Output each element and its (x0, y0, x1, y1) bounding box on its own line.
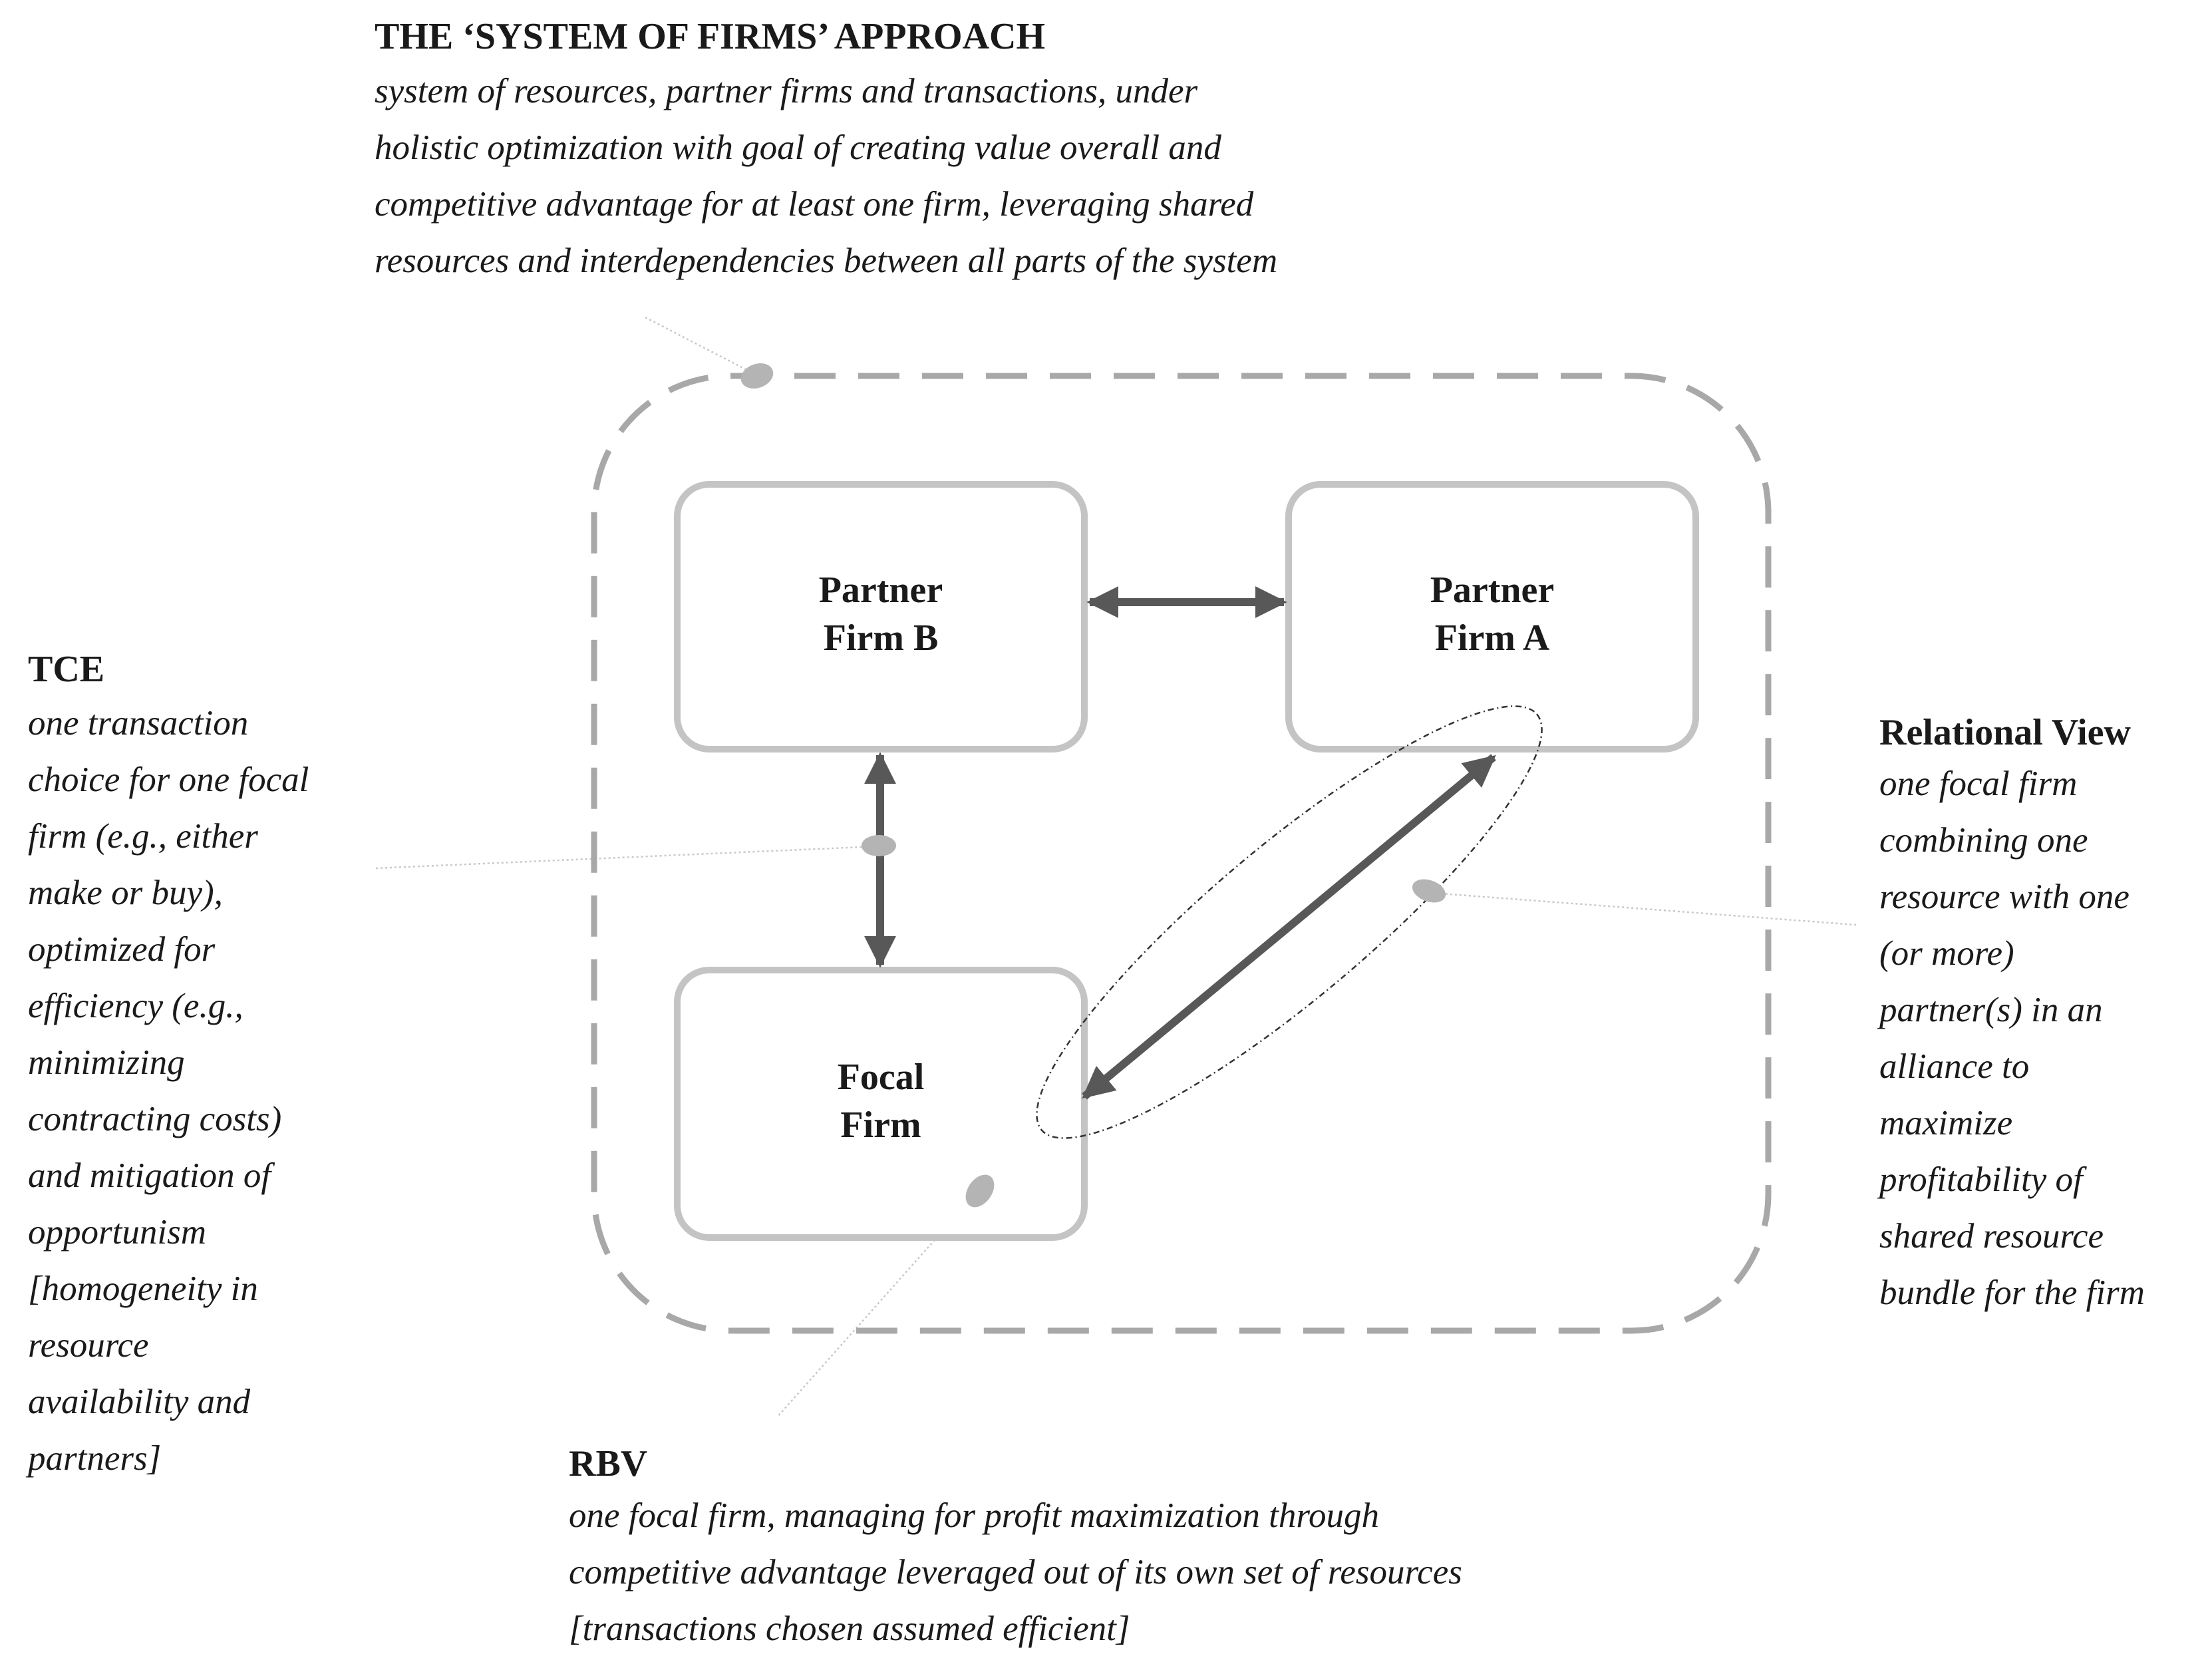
relational-view-line: partner(s) in an (1879, 991, 2103, 1029)
relational-view-line: (or more) (1879, 934, 2014, 973)
tce-line: one transaction (28, 704, 249, 743)
rbv-description: one focal firm, managing for profit maxi… (569, 1496, 1462, 1665)
tce-line: efficiency (e.g., (28, 987, 243, 1025)
relational-view-line: profitability of (1879, 1160, 2083, 1199)
tce-line: [homogeneity in (28, 1269, 258, 1308)
rbv-title: RBV (569, 1443, 648, 1484)
tce-marker (862, 835, 896, 856)
partner-firm-b-line-2: Firm B (823, 617, 939, 659)
relational-view-line: alliance to (1879, 1047, 2030, 1086)
partner-firm-a-line-1: Partner (1430, 570, 1555, 611)
system-of-firms-line: competitive advantage for at least one f… (375, 185, 1254, 224)
relational-view-title: Relational View (1879, 712, 2131, 753)
focal-firm-line-1: Focal (837, 1057, 925, 1098)
relational-view-line: maximize (1879, 1104, 2013, 1142)
tce-description: one transaction choice for one focal fir… (28, 703, 309, 1495)
tce-line: and mitigation of (28, 1156, 271, 1195)
tce-line: contracting costs) (28, 1100, 282, 1138)
tce-line: make or buy), (28, 874, 223, 912)
system-marker (740, 363, 774, 389)
tce-line: partners] (28, 1439, 162, 1478)
system-of-firms-title: THE ‘SYSTEM OF FIRMS’ APPROACH (375, 16, 1046, 57)
system-of-firms-line: holistic optimization with goal of creat… (375, 128, 1221, 167)
relational-view-line: one focal firm (1879, 764, 2078, 803)
partner-firm-b-label: Partner Firm B (677, 566, 1084, 662)
system-of-firms-line: system of resources, partner firms and t… (375, 72, 1198, 110)
partner-firm-b-line-1: Partner (818, 570, 943, 611)
focal-firm-box (674, 967, 1088, 1241)
tce-line: firm (e.g., either (28, 817, 258, 856)
system-boundary (591, 373, 1772, 1334)
focal-firm-label: Focal Firm (677, 1053, 1084, 1149)
partner-firm-a-line-2: Firm A (1434, 617, 1550, 659)
tce-line: opportunism (28, 1213, 206, 1252)
relational-view-line: bundle for the firm (1879, 1273, 2145, 1312)
partner-firm-b-box (674, 481, 1088, 753)
partner-firm-a-label: Partner Firm A (1289, 566, 1696, 662)
system-of-firms-description: system of resources, partner firms and t… (375, 71, 1277, 297)
rbv-marker (965, 1174, 995, 1208)
relational-view-line: resource with one (1879, 878, 2130, 916)
relational-view-line: shared resource (1879, 1217, 2104, 1256)
partner-firm-a-box (1285, 481, 1699, 753)
tce-leader-line (375, 845, 879, 870)
tce-title: TCE (28, 649, 105, 690)
tce-line: optimized for (28, 930, 216, 969)
relational-leader-line (1431, 892, 1857, 926)
rbv-line: one focal firm, managing for profit maxi… (569, 1496, 1380, 1535)
relational-view-description: one focal firm combining one resource wi… (1879, 764, 2145, 1329)
relational-marker (1412, 879, 1446, 903)
relational-view-line: combining one (1879, 821, 2088, 860)
tce-line: resource (28, 1326, 149, 1365)
relational-arrow (1082, 754, 1496, 1100)
tce-line: availability and (28, 1383, 251, 1421)
rbv-line: competitive advantage leveraged out of i… (569, 1553, 1462, 1592)
system-of-firms-line: resources and interdependencies between … (375, 242, 1278, 280)
relational-ellipse (1036, 705, 1543, 1139)
tce-line: minimizing (28, 1043, 185, 1082)
system-leader-line (645, 316, 759, 377)
tce-line: choice for one focal (28, 760, 309, 799)
rbv-line: [transactions chosen assumed efficient] (569, 1609, 1130, 1648)
focal-firm-line-2: Firm (840, 1104, 921, 1146)
